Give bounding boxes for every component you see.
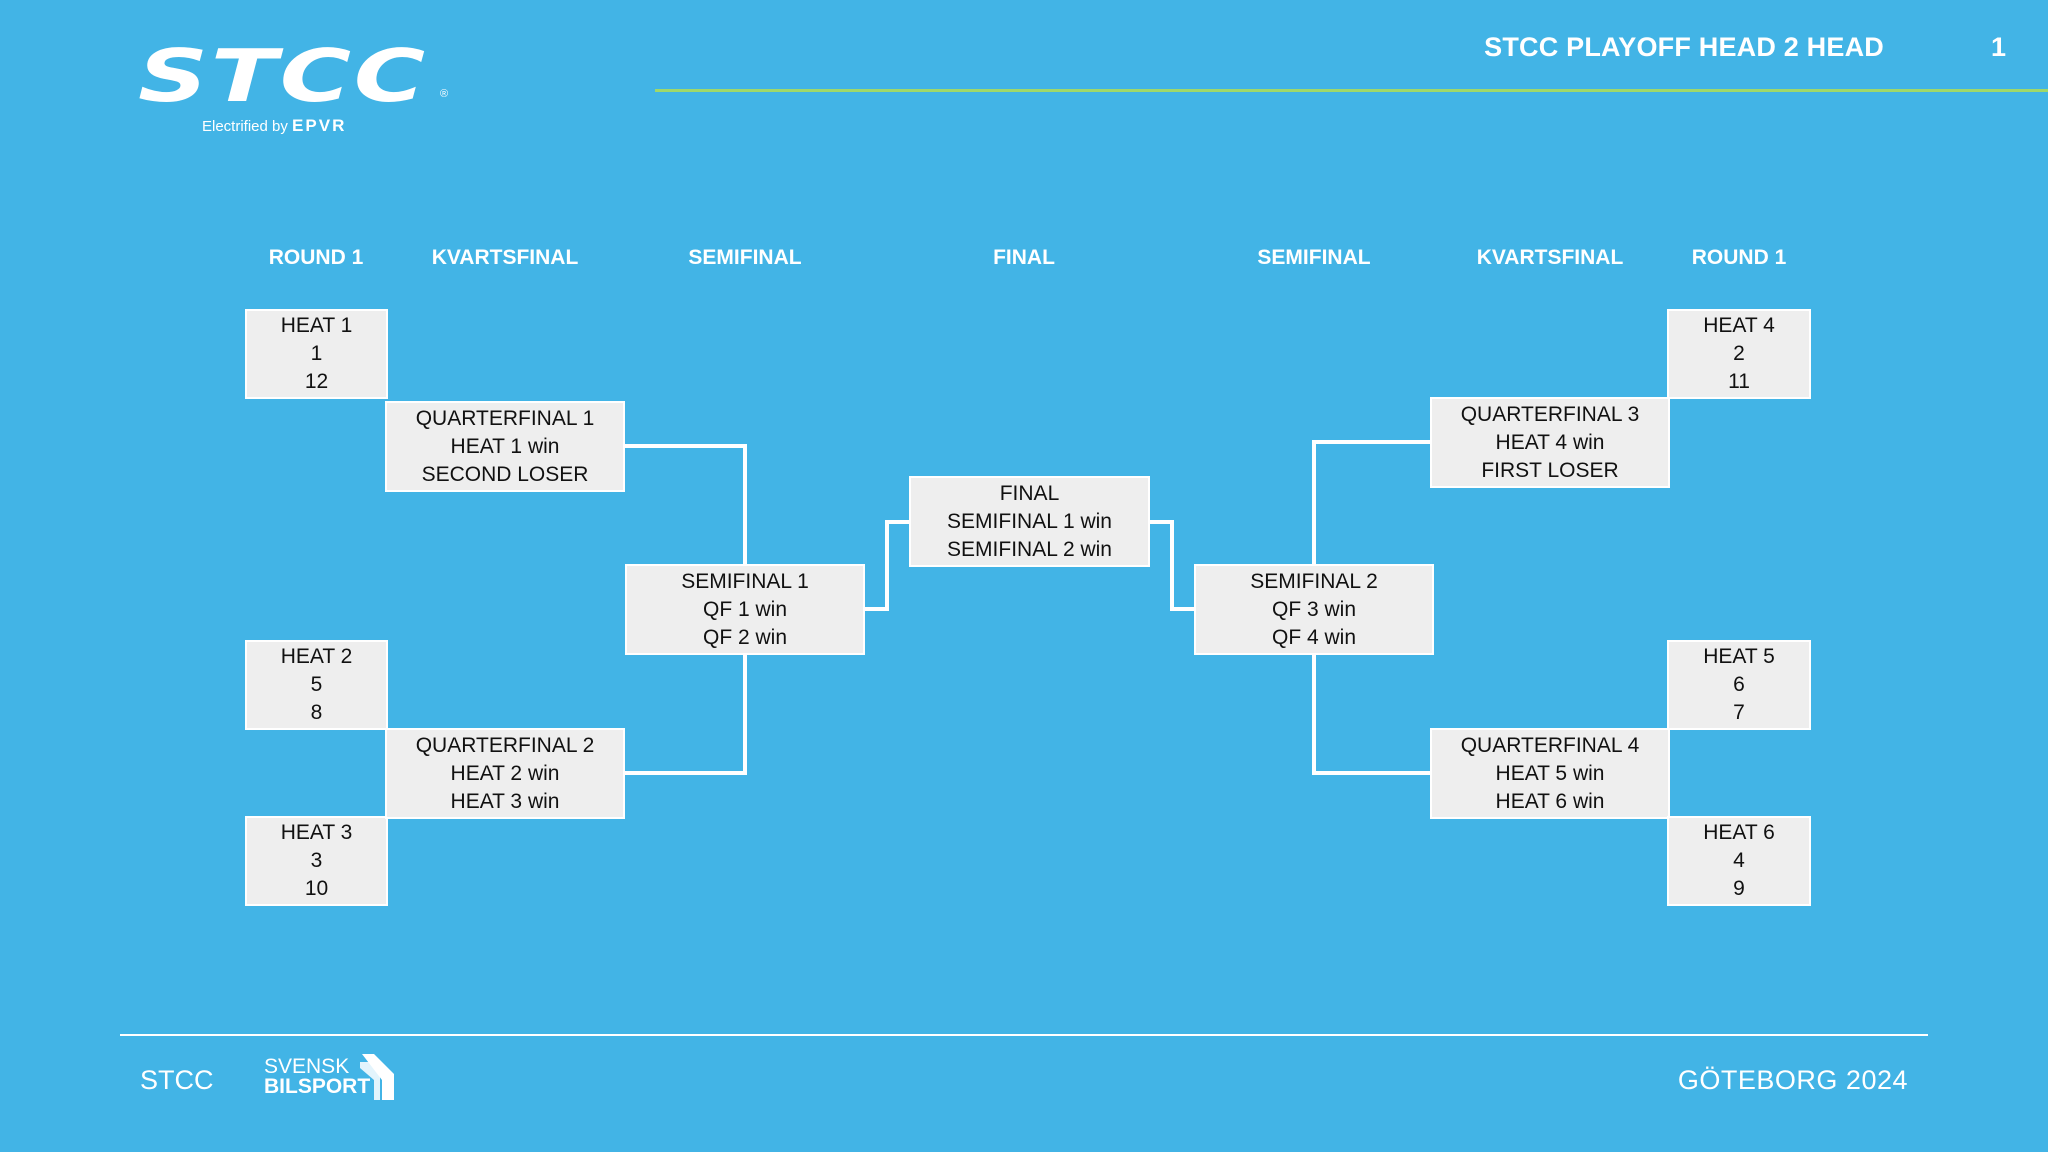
page-title: STCC PLAYOFF HEAD 2 HEAD (1484, 32, 1884, 62)
footer-brand: STCC (140, 1065, 214, 1095)
quarterfinal-1-slot-a: HEAT 1 win (450, 434, 560, 458)
final-title: FINAL (999, 481, 1060, 505)
round-header-left-round1: ROUND 1 (268, 246, 364, 269)
heat-6-driver-b: 9 (1733, 877, 1745, 900)
quarterfinal-4-slot-b: HEAT 6 win (1495, 789, 1605, 813)
quarterfinal-1-slot-b: SECOND LOSER (421, 462, 589, 486)
heat-3-title: HEAT 3 (280, 821, 353, 844)
heat-3-box: HEAT 3 3 10 (245, 816, 388, 906)
page-number: 1 (1990, 32, 2006, 62)
heat-2-title: HEAT 2 (280, 645, 353, 668)
semifinal-1-slot-a: QF 1 win (702, 597, 788, 621)
connector-qf3-sf2 (1312, 440, 1432, 566)
quarterfinal-2-title: QUARTERFINAL 2 (415, 733, 595, 757)
heat-5-driver-b: 7 (1733, 701, 1745, 724)
heat-4-box: HEAT 4 2 11 (1667, 309, 1811, 399)
svensk-bilsport-line1: SVENSK (264, 1055, 350, 1078)
semifinal-2-box: SEMIFINAL 2 QF 3 win QF 4 win (1194, 564, 1434, 655)
heat-4-driver-a: 2 (1733, 342, 1745, 365)
quarterfinal-3-box: QUARTERFINAL 3 HEAT 4 win FIRST LOSER (1430, 397, 1670, 488)
heat-1-driver-b: 12 (304, 370, 329, 393)
quarterfinal-1-box: QUARTERFINAL 1 HEAT 1 win SECOND LOSER (385, 401, 625, 492)
semifinal-1-title: SEMIFINAL 1 (681, 569, 809, 593)
stcc-logo: STCC ® Electrified by EPVR (138, 34, 458, 142)
semifinal-1-box: SEMIFINAL 1 QF 1 win QF 2 win (625, 564, 865, 655)
round-header-right-quarterfinal: KVARTSFINAL (1476, 246, 1624, 269)
round-header-final: FINAL (993, 246, 1055, 269)
semifinal-2-slot-b: QF 4 win (1271, 625, 1357, 649)
registered-mark: ® (440, 88, 449, 100)
heat-2-driver-b: 8 (310, 701, 323, 724)
logo-wordmark: STCC (138, 34, 428, 118)
event-location: GÖTEBORG 2024 (1677, 1065, 1908, 1095)
header-divider (655, 89, 2048, 92)
heat-6-box: HEAT 6 4 9 (1667, 816, 1811, 906)
heat-4-driver-b: 11 (1728, 370, 1750, 393)
quarterfinal-3-slot-b: FIRST LOSER (1481, 458, 1619, 482)
semifinal-2-slot-a: QF 3 win (1271, 597, 1357, 621)
quarterfinal-1-title: QUARTERFINAL 1 (415, 406, 595, 430)
round-header-left-quarterfinal: KVARTSFINAL (431, 246, 579, 269)
heat-1-title: HEAT 1 (280, 314, 353, 337)
svensk-bilsport-logo: SVENSK BILSPORT (264, 1054, 394, 1104)
final-box: FINAL SEMIFINAL 1 win SEMIFINAL 2 win (909, 476, 1150, 567)
heat-3-driver-b: 10 (304, 877, 329, 900)
final-slot-a: SEMIFINAL 1 win (947, 509, 1112, 533)
heat-6-title: HEAT 6 (1703, 821, 1775, 844)
semifinal-2-title: SEMIFINAL 2 (1250, 569, 1378, 593)
heat-5-box: HEAT 5 6 7 (1667, 640, 1811, 730)
svensk-bilsport-line2: BILSPORT (264, 1075, 371, 1098)
quarterfinal-2-slot-a: HEAT 2 win (450, 761, 560, 785)
quarterfinal-2-box: QUARTERFINAL 2 HEAT 2 win HEAT 3 win (385, 728, 625, 819)
logo-tagline: Electrified by EPVR (202, 116, 346, 136)
heat-1-box: HEAT 1 1 12 (245, 309, 388, 399)
quarterfinal-4-box: QUARTERFINAL 4 HEAT 5 win HEAT 6 win (1430, 728, 1670, 819)
heat-3-driver-a: 3 (310, 849, 323, 872)
tagline-brand: EPVR (292, 116, 347, 135)
quarterfinal-2-slot-b: HEAT 3 win (450, 789, 560, 813)
heat-1-driver-a: 1 (310, 342, 323, 365)
round-header-right-semifinal: SEMIFINAL (1257, 246, 1371, 269)
connector-qf2-sf1 (624, 654, 747, 775)
heat-5-title: HEAT 5 (1703, 645, 1775, 668)
heat-2-box: HEAT 2 5 8 (245, 640, 388, 730)
heat-4-title: HEAT 4 (1703, 314, 1775, 337)
final-slot-b: SEMIFINAL 2 win (947, 537, 1112, 561)
svensk-bilsport-emblem-icon (360, 1054, 394, 1100)
round-header-left-semifinal: SEMIFINAL (688, 246, 802, 269)
quarterfinal-4-title: QUARTERFINAL 4 (1460, 733, 1640, 757)
heat-6-driver-a: 4 (1733, 849, 1745, 872)
round-header-right-round1: ROUND 1 (1691, 246, 1787, 269)
tagline-prefix: Electrified by (202, 118, 288, 135)
connector-sf2-final (1149, 520, 1195, 611)
connector-sf1-final (864, 520, 910, 611)
semifinal-1-slot-b: QF 2 win (702, 625, 788, 649)
quarterfinal-4-slot-a: HEAT 5 win (1495, 761, 1605, 785)
connector-qf1-sf1 (624, 444, 747, 566)
quarterfinal-3-slot-a: HEAT 4 win (1495, 430, 1605, 454)
heat-5-driver-a: 6 (1733, 673, 1745, 696)
footer-divider (120, 1034, 1928, 1036)
connector-qf4-sf2 (1312, 654, 1432, 775)
quarterfinal-3-title: QUARTERFINAL 3 (1460, 402, 1640, 426)
heat-2-driver-a: 5 (310, 673, 323, 696)
